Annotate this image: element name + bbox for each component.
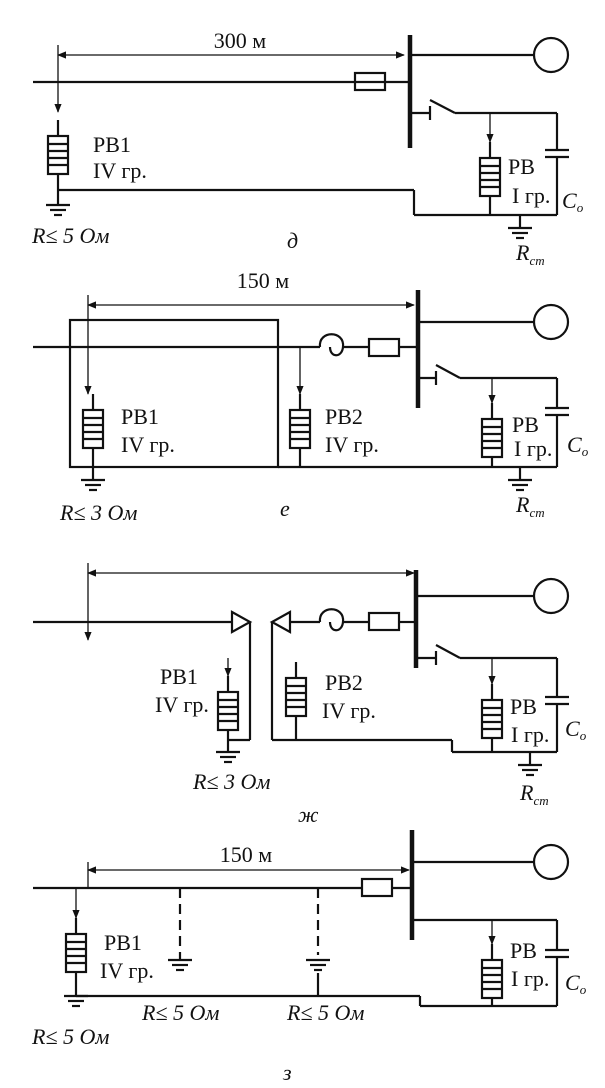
- ground-resistance: R≤ 5 Ом: [31, 1024, 109, 1049]
- ground-icon: [62, 994, 90, 1008]
- distance-label: 150 м: [237, 268, 290, 293]
- line-arrester-1: [46, 118, 70, 176]
- ground-icon: [79, 478, 107, 492]
- diagram-d: 300 м РВ1 IV гр. R≤ 5 Ом: [31, 28, 584, 268]
- ground-icon: [304, 958, 332, 972]
- arrester-group: IV гр.: [93, 158, 147, 183]
- ground-icon: [166, 958, 194, 972]
- generator-symbol: [532, 36, 570, 74]
- capacitor-label: Cо: [567, 432, 589, 459]
- ground-icon: [506, 478, 534, 492]
- station-arrester: [480, 682, 504, 740]
- switch: [429, 99, 456, 114]
- line-arrester-1: [64, 916, 88, 974]
- ground-icon: [506, 226, 534, 240]
- arrester-group: IV гр.: [325, 432, 379, 457]
- station-arrester-name: РВ: [510, 938, 537, 963]
- diagram-e: 150 м РВ1: [33, 268, 589, 525]
- station-resistance: Rст: [515, 240, 545, 268]
- diagram-z: 150 м РВ1 IV гр. R≤ 5 Ом R≤ 5 Ом R≤: [31, 830, 587, 1085]
- station-arrester: [480, 401, 504, 459]
- station-arrester-group: I гр.: [514, 436, 552, 461]
- inductor: [318, 608, 345, 632]
- distance-label: 150 м: [220, 842, 273, 867]
- ground-resistance: R≤ 5 Ом: [286, 1000, 364, 1025]
- arrester-name: РВ1: [93, 132, 131, 157]
- diagram-letter: з: [282, 1060, 292, 1085]
- spark-gap: [269, 610, 292, 634]
- arrester-name: РВ1: [160, 664, 198, 689]
- station-resistance: Rст: [515, 492, 545, 520]
- station-arrester: [478, 140, 502, 198]
- diagram-zh: РВ1 IV гр. РВ2 IV гр. R≤ 3 Ом РВ I гр. C…: [33, 563, 587, 827]
- arrester-name: РВ1: [121, 404, 159, 429]
- ground-resistance: R≤ 5 Ом: [31, 223, 109, 248]
- station-arrester-name: РВ: [512, 412, 539, 437]
- station-arrester-name: РВ: [510, 694, 537, 719]
- reactor: [360, 877, 394, 898]
- ground-resistance: R≤ 5 Ом: [141, 1000, 219, 1025]
- station-arrester-group: I гр.: [511, 722, 549, 747]
- diagram-letter: ж: [298, 802, 319, 827]
- station-arrester-name: РВ: [508, 154, 535, 179]
- generator-symbol: [532, 577, 570, 615]
- arrester-name: РВ1: [104, 930, 142, 955]
- line-arrester-1: [81, 392, 105, 450]
- line-arrester-2: [284, 660, 308, 718]
- arrester-group: IV гр.: [322, 698, 376, 723]
- line-arrester-1: [216, 674, 240, 732]
- reactor: [367, 611, 401, 632]
- generator-symbol: [532, 303, 570, 341]
- switch: [435, 644, 461, 659]
- ground-resistance: R≤ 3 Ом: [192, 769, 270, 794]
- diagram-letter: д: [287, 228, 298, 253]
- station-resistance: Rст: [519, 780, 549, 808]
- reactor: [353, 71, 387, 92]
- station-arrester: [480, 942, 504, 1000]
- generator-symbol: [532, 843, 570, 881]
- distance-label: 300 м: [214, 28, 267, 53]
- diagram-letter: е: [280, 496, 290, 521]
- station-arrester-group: I гр.: [511, 966, 549, 991]
- line-arrester-2: [288, 392, 312, 450]
- ground-resistance: R≤ 3 Ом: [59, 500, 137, 525]
- reactor: [367, 337, 401, 358]
- capacitor-label: Cо: [565, 970, 587, 997]
- arrester-name: РВ2: [325, 670, 363, 695]
- cable-loop: [68, 318, 280, 469]
- capacitor-label: Cо: [565, 716, 587, 743]
- inductor: [318, 333, 345, 357]
- ground-icon: [214, 750, 242, 764]
- station-arrester-group: I гр.: [512, 183, 550, 208]
- ground-icon: [44, 203, 72, 217]
- arrester-group: IV гр.: [100, 958, 154, 983]
- arrester-group: IV гр.: [155, 692, 209, 717]
- arrester-group: IV гр.: [121, 432, 175, 457]
- arrester-name: РВ2: [325, 404, 363, 429]
- spark-gap: [230, 610, 253, 634]
- ground-icon: [516, 763, 544, 777]
- capacitor-label: Cо: [562, 188, 584, 215]
- switch: [435, 364, 461, 379]
